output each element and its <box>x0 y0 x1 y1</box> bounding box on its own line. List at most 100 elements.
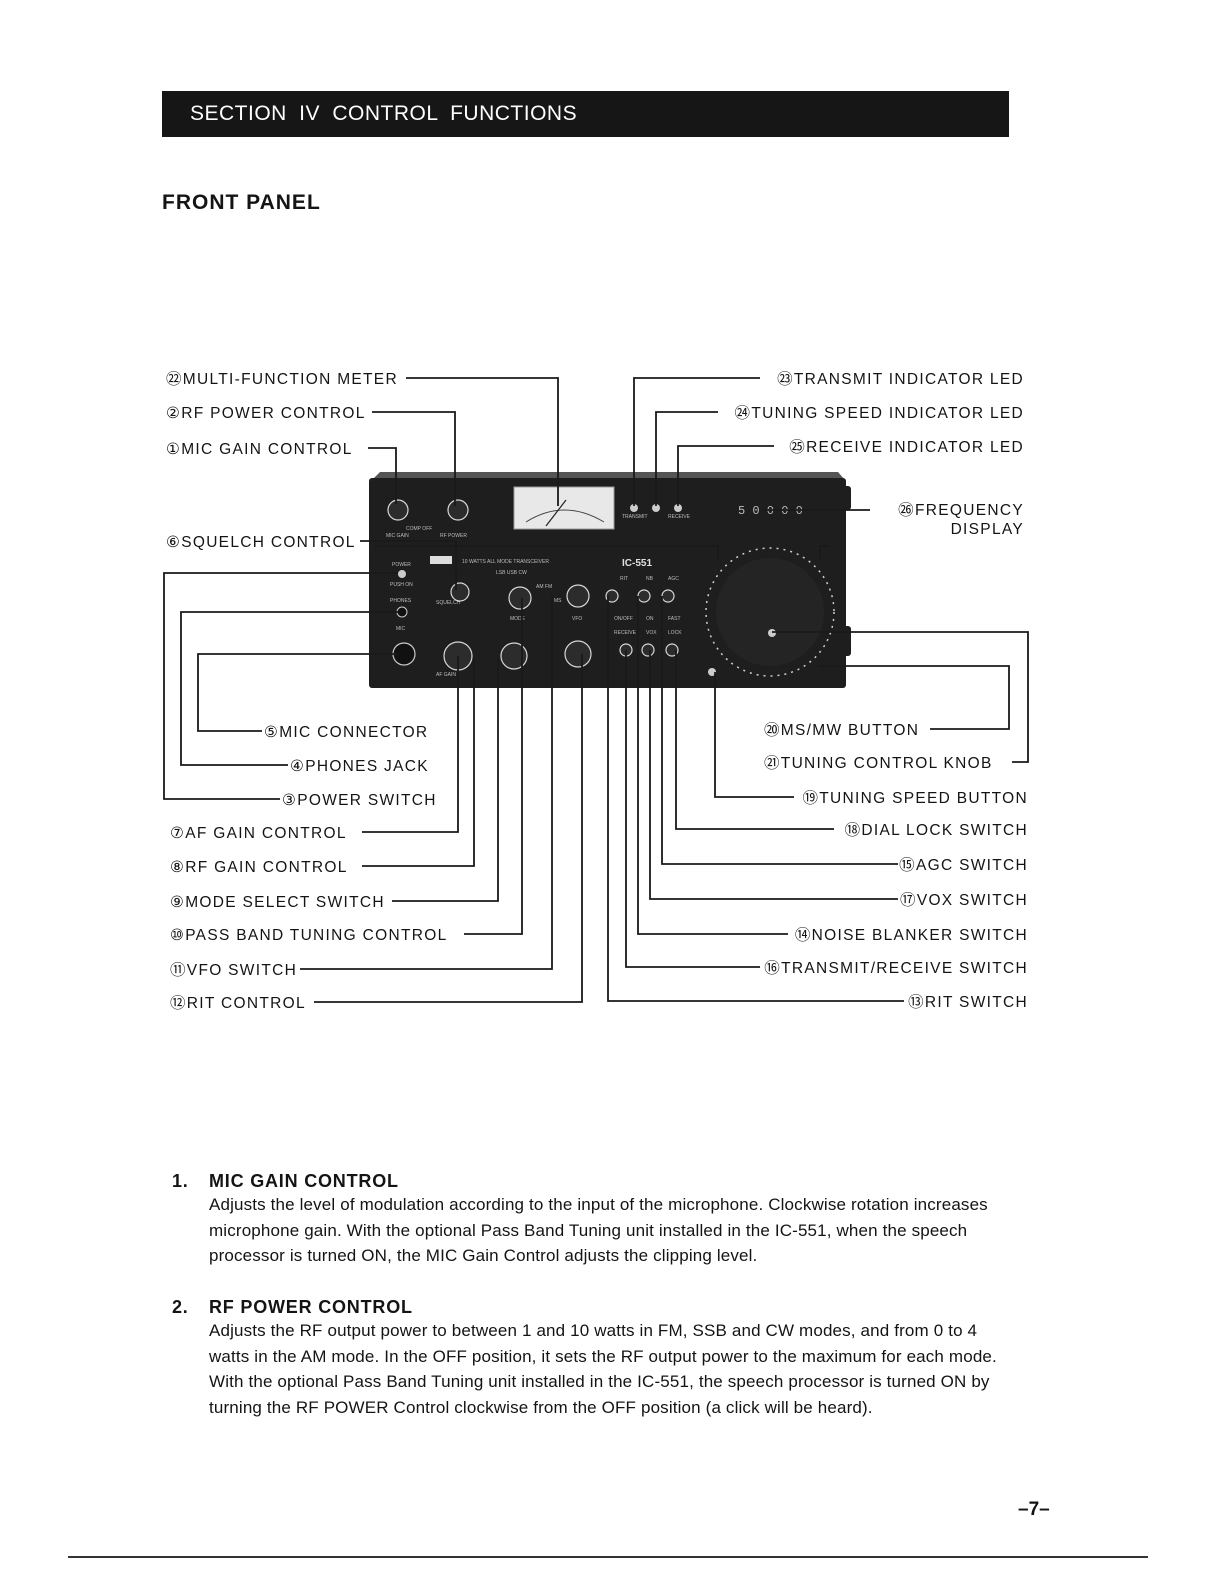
front-panel-title: FRONT PANEL <box>162 191 321 214</box>
tuning-control-knob <box>716 558 824 666</box>
label-dial-lock-switch: ⑱DIAL LOCK SWITCH <box>845 821 1028 839</box>
meter-needle <box>545 499 567 527</box>
rf-power-knob <box>447 499 469 521</box>
label-rit-control: ⑫RIT CONTROL <box>170 994 306 1012</box>
label-squelch-control: ⑥SQUELCH CONTROL <box>166 534 356 551</box>
leader-c8 <box>362 658 475 867</box>
ms-mw-button <box>768 629 776 637</box>
label-rit-switch: ⑬RIT SWITCH <box>908 993 1028 1011</box>
rit-knob-upper <box>566 584 590 608</box>
nb-switch-knob <box>637 589 651 603</box>
item-title: MIC GAIN CONTROL <box>209 1171 399 1191</box>
radio-label-modes-bottom: AM FM <box>536 584 552 590</box>
leader-c14 <box>637 596 788 935</box>
label-rf-gain-control: ⑧RF GAIN CONTROL <box>170 859 348 876</box>
label-receive-indicator-led: ㉕RECEIVE INDICATOR LED <box>789 438 1024 456</box>
leader-c5 <box>197 653 398 732</box>
transmit-led <box>630 504 638 512</box>
section-title-bar: SECTION IV CONTROL FUNCTIONS <box>162 91 1009 137</box>
leader-c16 <box>625 650 760 968</box>
radio-label-af-gain: AF GAIN <box>436 672 456 678</box>
leader-c25 <box>677 445 774 506</box>
leader-c15 <box>661 596 898 865</box>
leader-c13 <box>607 596 904 1002</box>
label-rf-power-control: ②RF POWER CONTROL <box>166 405 366 422</box>
label-noise-blanker-switch: ⑭NOISE BLANKER SWITCH <box>795 926 1028 944</box>
label-tuning-speed-indicator-led: ㉔TUNING SPEED INDICATOR LED <box>735 404 1024 422</box>
radio-label-on: ON <box>646 616 654 622</box>
section-title: SECTION IV CONTROL FUNCTIONS <box>190 102 578 125</box>
leader-c22 <box>406 377 559 506</box>
radio-subtitle: 10 WATTS ALL MODE TRANSCEIVER <box>462 559 549 565</box>
agc-switch-knob <box>661 589 675 603</box>
label-mic-connector: ⑤MIC CONNECTOR <box>264 724 428 741</box>
pass-band-knob <box>508 586 532 610</box>
labels-right: ㉓TRANSMIT INDICATOR LED ㉔TUNING SPEED IN… <box>735 370 1028 1011</box>
leader-c24 <box>655 411 718 506</box>
leader-c11 <box>300 596 553 970</box>
item-title: RF POWER CONTROL <box>209 1297 413 1317</box>
meter-scale <box>525 509 605 523</box>
leader-c18 <box>675 650 834 830</box>
label-transmit-receive-switch: ⑯TRANSMIT/RECEIVE SWITCH <box>764 959 1028 977</box>
leader-dial-bracket <box>374 545 719 560</box>
radio-label-transmit: TRANSMIT <box>622 514 648 520</box>
label-power-switch: ③POWER SWITCH <box>282 792 437 809</box>
mic-gain-knob <box>387 499 409 521</box>
radio-illustration: COMP OFF MIC GAIN RF POWER TRANSMIT RECE… <box>369 472 851 688</box>
radio-label-on-off: ON/OFF <box>614 616 633 622</box>
multi-function-meter <box>513 486 615 530</box>
label-transmit-indicator-led: ㉓TRANSMIT INDICATOR LED <box>777 370 1024 388</box>
receive-led <box>674 504 682 512</box>
radio-label-squelch: SQUELCH <box>436 600 461 606</box>
radio-label-rit: RIT <box>620 576 628 582</box>
label-af-gain-control: ⑦AF GAIN CONTROL <box>170 825 347 842</box>
item-number: 2. <box>172 1297 189 1317</box>
radio-side-knob <box>843 486 851 510</box>
frequency-display: 5 0 0 0 0 <box>738 504 803 518</box>
page-number: –7– <box>1018 1499 1050 1520</box>
labels-left: ㉒MULTI-FUNCTION METER ②RF POWER CONTROL … <box>166 370 448 1012</box>
leader-c21 <box>772 631 1029 763</box>
label-phones-jack: ④PHONES JACK <box>290 758 429 775</box>
leader-c7 <box>362 656 459 833</box>
icom-logo <box>430 556 452 564</box>
radio-side-knob-lower <box>843 626 851 656</box>
leader-c17 <box>649 650 898 900</box>
leader-c1 <box>368 447 397 504</box>
label-vfo-switch: ⑪VFO SWITCH <box>170 961 297 979</box>
leader-c12 <box>314 654 583 1003</box>
lock-switch-knob <box>665 643 679 657</box>
radio-label-mic-gain: MIC GAIN <box>386 533 409 539</box>
item-number: 1. <box>172 1171 189 1191</box>
power-switch <box>398 570 406 578</box>
radio-label-phones: PHONES <box>390 598 412 604</box>
leader-lines <box>163 377 1029 1003</box>
radio-label-lock: LOCK <box>668 630 682 636</box>
radio-label-mic: MIC <box>396 626 406 632</box>
label-mode-select-switch: ⑨MODE SELECT SWITCH <box>170 894 385 911</box>
leader-c23 <box>633 377 760 506</box>
radio-label-power: POWER <box>392 562 411 568</box>
label-pass-band-tuning-control: ⑩PASS BAND TUNING CONTROL <box>170 927 448 944</box>
item-body: Adjusts the level of modulation accordin… <box>209 1195 988 1266</box>
vox-switch-knob <box>641 643 655 657</box>
radio-label-fast: FAST <box>668 616 681 622</box>
leader-c9 <box>392 656 499 902</box>
radio-label-vox: VOX <box>646 630 657 636</box>
radio-label-rf-power: RF POWER <box>440 533 467 539</box>
radio-label-mode: MODE <box>510 616 526 622</box>
radio-label-ms: MS <box>554 598 562 604</box>
front-panel-diagram: COMP OFF MIC GAIN RF POWER TRANSMIT RECE… <box>163 370 1029 1012</box>
radio-model: IC-551 <box>622 558 652 569</box>
label-frequency: ㉖FREQUENCY <box>898 501 1024 519</box>
leader-dial-bracket-right <box>819 545 828 560</box>
mode-select-knob <box>500 642 528 670</box>
label-tuning-control-knob: ㉑TUNING CONTROL KNOB <box>764 754 993 772</box>
leader-c19 <box>714 672 794 798</box>
radio-label-comp: COMP OFF <box>406 526 432 532</box>
tuning-speed-button <box>708 668 716 676</box>
leader-c20 <box>818 665 1010 730</box>
phones-jack <box>396 606 408 618</box>
radio-label-receive: RECEIVE <box>614 630 637 636</box>
